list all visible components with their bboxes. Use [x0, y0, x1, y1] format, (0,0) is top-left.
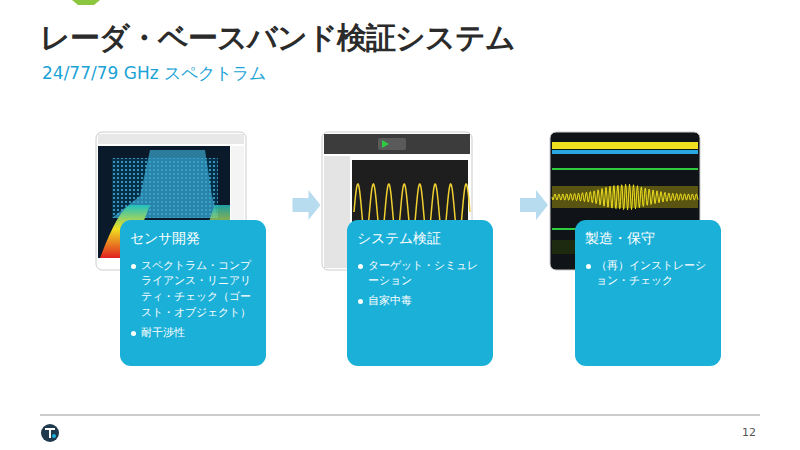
heading-text: システム検証 [357, 230, 441, 246]
step-heading: 製造・保守 [585, 230, 711, 248]
bullet-dot [358, 299, 363, 304]
slide-title: レーダ・ベースバンド検証システム [40, 18, 515, 59]
page-number: 12 [742, 426, 756, 439]
bullet-text: ターゲット・シミュレーション [368, 259, 478, 288]
bullet-text: 自家中毒 [368, 294, 412, 307]
step-box: システム検証ターゲット・シミュレーション自家中毒 [347, 220, 493, 366]
bullet-item: （再）インストレーション・チェック [585, 258, 711, 290]
bullet-item: 耐干渉性 [130, 325, 256, 341]
company-logo [41, 424, 59, 442]
bullet-text: （再）インストレーション・チェック [596, 259, 706, 288]
bullet-item: ターゲット・シミュレーション [357, 258, 483, 290]
flow-arrow [520, 190, 548, 220]
accent-bar [72, 0, 100, 5]
slide-subtitle: 24/77/79 GHz スペクトラム [42, 62, 266, 85]
bullet-dot [358, 264, 363, 269]
heading-text: センサ開発 [130, 230, 200, 246]
footer-rule [40, 415, 760, 416]
bullet-item: 自家中毒 [357, 293, 483, 309]
bullet-item: スペクトラム・コンプライアンス・リニアリティ・チェック（ゴースト・オブジェクト） [130, 258, 256, 322]
step-heading: センサ開発 [130, 230, 256, 248]
step-box: 製造・保守 （再）インストレーション・チェック [575, 220, 721, 366]
flow-arrow [293, 190, 321, 220]
bullet-dot [131, 264, 136, 269]
bullet-text: スペクトラム・コンプライアンス・リニアリティ・チェック（ゴースト・オブジェクト） [141, 259, 251, 320]
heading-text: 製造・保守 [585, 230, 655, 246]
step-box: センサ開発スペクトラム・コンプライアンス・リニアリティ・チェック（ゴースト・オブ… [120, 220, 266, 366]
bullet-dot [131, 331, 136, 336]
bullet-dot [586, 264, 591, 269]
step-heading: システム検証 [357, 230, 483, 248]
bullet-text: 耐干渉性 [141, 326, 185, 339]
